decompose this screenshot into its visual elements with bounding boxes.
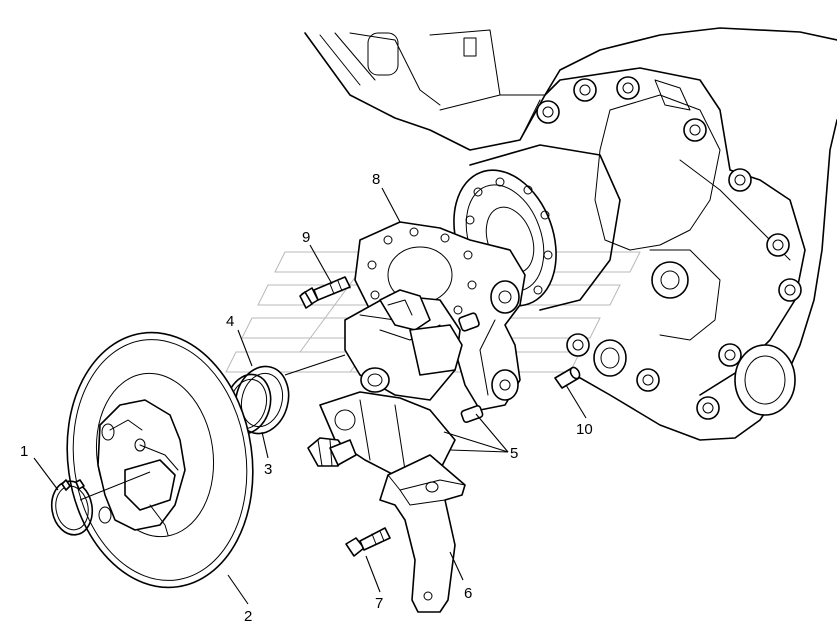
part-1-circlip [50,479,94,536]
callout-2: 2 [244,608,252,625]
leader-lines [33,187,587,605]
callout-3: 3 [264,461,272,478]
part-2-brake-disc [66,331,254,589]
part-4-o-ring [234,365,290,435]
callout-10: 10 [576,421,593,438]
callout-1: 1 [20,443,28,460]
callout-8: 8 [372,171,380,188]
callout-7: 7 [375,595,383,612]
callout-6: 6 [464,585,472,602]
callout-labels: 1 2 3 4 5 6 7 8 9 10 [20,171,593,625]
part-10-dowel-pin [554,366,581,389]
brake-caliper-assembly [307,289,484,479]
part-6-bracket [379,454,466,613]
part-7-bolt [345,527,391,557]
callout-4: 4 [226,313,234,330]
callout-9: 9 [302,229,310,246]
callout-5: 5 [510,445,518,462]
part-9-bolt [299,276,351,309]
